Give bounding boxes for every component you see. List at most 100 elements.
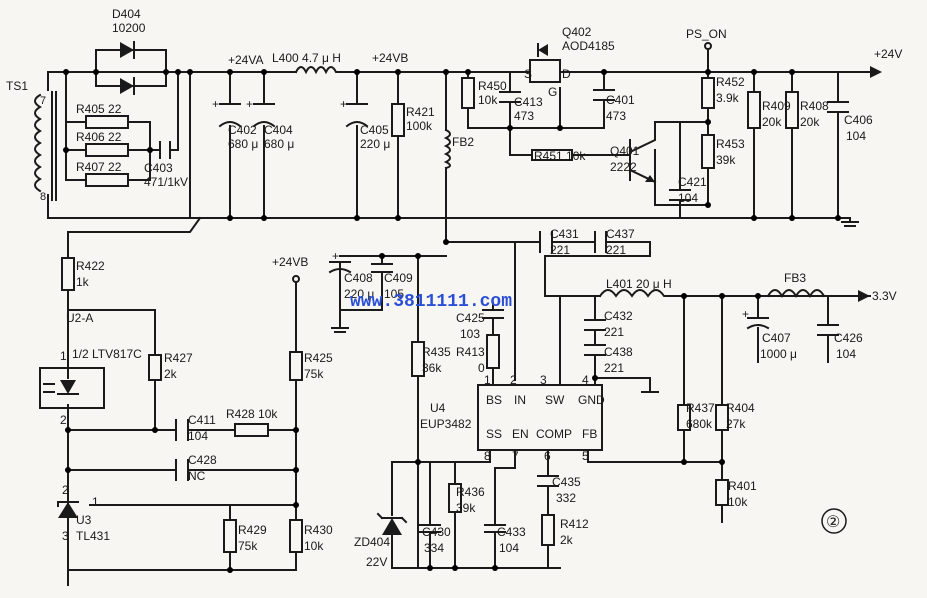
capacitor-c406 bbox=[827, 101, 849, 113]
regulator-u3 bbox=[57, 501, 79, 518]
label-r435-val: 36k bbox=[422, 361, 442, 375]
resistor-r406 bbox=[85, 143, 129, 157]
label-r404: R404 bbox=[726, 401, 755, 415]
label-r412-val: 2k bbox=[560, 533, 574, 547]
terminal-24vb-feedback bbox=[292, 275, 300, 283]
capacitor-c428 bbox=[175, 459, 189, 481]
label-r409: R409 bbox=[762, 99, 791, 113]
resistor-r422 bbox=[61, 257, 75, 291]
label-l400: L400 4.7 μ H bbox=[272, 51, 341, 65]
label-r401-val: 10k bbox=[728, 495, 748, 509]
label-r425: R425 bbox=[304, 351, 333, 365]
pin-num-5: 5 bbox=[582, 449, 589, 463]
label-c401-val: 473 bbox=[606, 109, 626, 123]
label-c402: C402 bbox=[228, 123, 257, 137]
pin-num-1: 1 bbox=[484, 373, 491, 387]
label-r430-val: 10k bbox=[304, 539, 324, 553]
optocoupler-u2 bbox=[39, 367, 105, 409]
label-r405: R405 22 bbox=[76, 102, 122, 116]
capacitor-c403 bbox=[159, 141, 171, 159]
label-q402: Q402 bbox=[562, 25, 592, 39]
label-c426: C426 bbox=[834, 331, 863, 345]
label-c411-val: 104 bbox=[188, 429, 208, 443]
capacitor-c421 bbox=[669, 189, 691, 201]
pin-fb: FB bbox=[582, 427, 597, 441]
label-q402-s: S bbox=[524, 67, 532, 81]
capacitor-c405: + bbox=[340, 97, 369, 128]
label-c430-val: 334 bbox=[424, 541, 444, 555]
label-c425: C425 bbox=[456, 311, 485, 325]
label-r401: R401 bbox=[728, 479, 757, 493]
transformer-ts1 bbox=[34, 91, 57, 201]
label-q402-d: D bbox=[562, 67, 571, 81]
label-c406: C406 bbox=[844, 113, 873, 127]
label-c405-val: 220 μ bbox=[360, 137, 390, 151]
capacitor-c408: + bbox=[328, 249, 352, 274]
resistor-r430 bbox=[289, 519, 303, 553]
label-ts1-pin7: 7 bbox=[40, 95, 46, 107]
label-c438-val: 221 bbox=[604, 361, 624, 375]
label-l401: L401 20 μ H bbox=[606, 277, 672, 291]
label-u3-pin3: 3 bbox=[62, 529, 69, 543]
label-c433: C433 bbox=[497, 525, 526, 539]
capacitor-c407: + bbox=[742, 307, 770, 330]
label-r453: R453 bbox=[716, 137, 745, 151]
label-fb3: FB3 bbox=[784, 271, 806, 285]
ferrite-fb3 bbox=[766, 289, 826, 298]
label-c437: C437 bbox=[606, 227, 635, 241]
label-c409-val: 105 bbox=[384, 287, 404, 301]
resistor-r425 bbox=[289, 351, 303, 381]
label-c405: C405 bbox=[360, 123, 389, 137]
label-zd404: ZD404 bbox=[354, 535, 390, 549]
label-r436-val: 39k bbox=[456, 501, 476, 515]
label-r429-val: 75k bbox=[238, 539, 258, 553]
pin-sw: SW bbox=[545, 393, 565, 407]
label-c409: C409 bbox=[384, 271, 413, 285]
pin-num-4: 4 bbox=[582, 373, 589, 387]
label-r413-val: 0 bbox=[478, 361, 485, 375]
junction-dots bbox=[63, 69, 841, 573]
capacitor-c402: + bbox=[212, 97, 242, 128]
label-c404: C404 bbox=[264, 123, 293, 137]
capacitor-c426 bbox=[817, 324, 839, 336]
label-r409-val: 20k bbox=[762, 115, 782, 129]
page-marker-circle bbox=[821, 508, 847, 534]
label-c413: C413 bbox=[514, 95, 543, 109]
label-c425-val: 103 bbox=[460, 327, 480, 341]
label-c438: C438 bbox=[604, 345, 633, 359]
transistor-q401 bbox=[628, 121, 681, 184]
pin-en: EN bbox=[512, 427, 529, 441]
capacitor-c430 bbox=[419, 524, 441, 533]
label-r421-val: 100k bbox=[406, 119, 433, 133]
resistor-r450 bbox=[461, 77, 475, 109]
label-r427: R427 bbox=[164, 351, 193, 365]
mosfet-q402 bbox=[529, 43, 561, 83]
svg-text:+: + bbox=[340, 97, 347, 111]
label-c435-val: 332 bbox=[556, 491, 576, 505]
resistor-r428 bbox=[234, 423, 269, 437]
label-c433-val: 104 bbox=[499, 541, 519, 555]
resistor-r412 bbox=[541, 514, 555, 546]
label-u3-val: TL431 bbox=[76, 529, 110, 543]
ferrite-fb2 bbox=[443, 128, 451, 170]
svg-text:+: + bbox=[246, 97, 253, 111]
capacitor-c435 bbox=[537, 475, 559, 487]
pin-comp: COMP bbox=[536, 427, 572, 441]
pin-num-2: 2 bbox=[510, 373, 517, 387]
label-r406: R406 22 bbox=[76, 130, 122, 144]
resistor-r452 bbox=[701, 77, 715, 109]
label-r404-val: 27k bbox=[726, 417, 746, 431]
label-r435: R435 bbox=[422, 345, 451, 359]
label-c401: C401 bbox=[606, 93, 635, 107]
label-r453-val: 39k bbox=[716, 153, 736, 167]
page-marker: ② bbox=[826, 514, 840, 531]
net-24vb-feedback: +24VB bbox=[272, 255, 308, 269]
wires-feedback bbox=[67, 216, 297, 586]
net-out-24v: +24V bbox=[874, 47, 902, 61]
label-r408-val: 20k bbox=[800, 115, 820, 129]
label-c432-val: 221 bbox=[604, 325, 624, 339]
pin-num-8: 8 bbox=[484, 449, 491, 463]
label-q402-g: G bbox=[548, 85, 557, 99]
resistor-r453 bbox=[701, 134, 715, 169]
